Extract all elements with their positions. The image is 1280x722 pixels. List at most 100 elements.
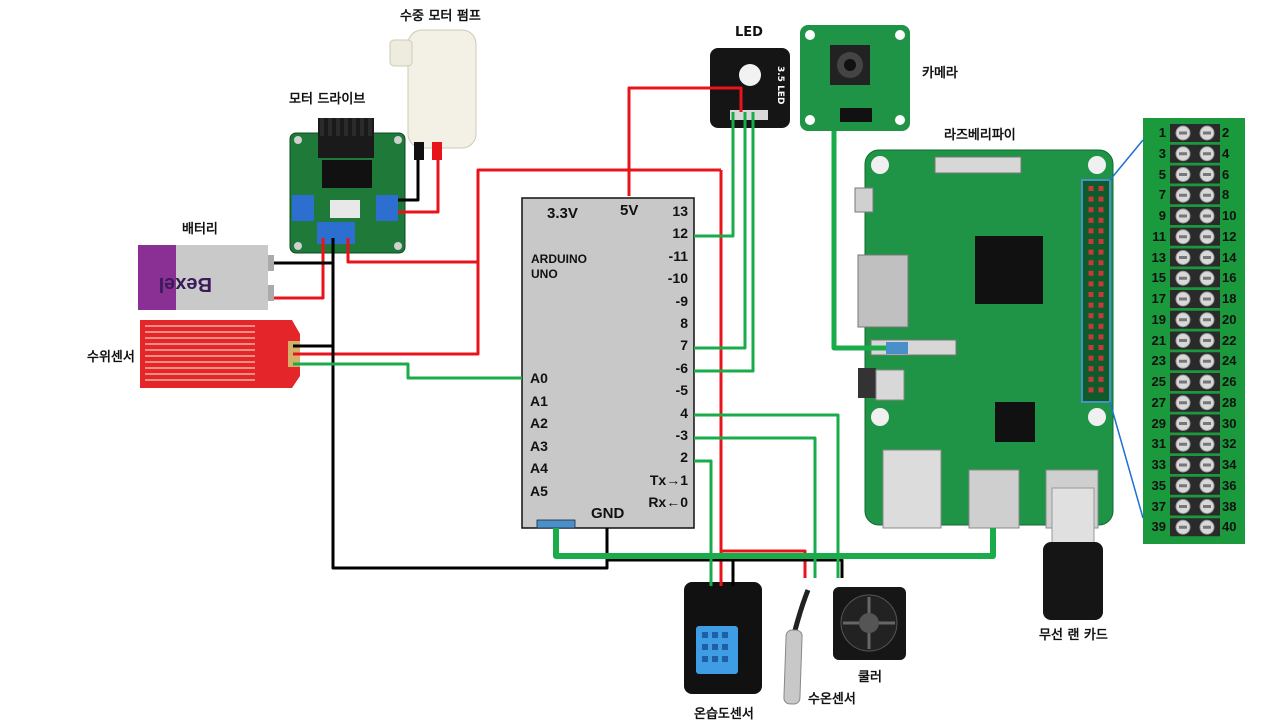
gpio-pin-slot [1179, 442, 1187, 446]
pi-gpio-pin [1098, 186, 1104, 191]
pi-gpio-pin [1088, 196, 1094, 202]
arduino-3v3-label: 3.3V [547, 205, 578, 222]
gpio-pin-number-left: 23 [1151, 353, 1166, 369]
cooler-fan-image [833, 587, 906, 660]
gpio-pin-number-left: 25 [1151, 374, 1166, 389]
wire-d3-watertemp [694, 436, 817, 578]
gpio-pin-number-right: 40 [1222, 519, 1237, 535]
gpio-pin-number-left: 13 [1151, 249, 1166, 265]
raspberry-pi-label: 라즈베리파이 [944, 128, 1016, 143]
gpio-pin-number-right: 16 [1222, 270, 1237, 286]
pi-gpio-pin [1098, 217, 1104, 223]
pi-gpio-pin [1088, 249, 1094, 255]
pi-gpio-pin [1098, 292, 1104, 297]
gpio-pin-slot [1203, 235, 1211, 239]
gpio-pin-slot [1179, 152, 1187, 156]
gpio-pin-number-right: 8 [1222, 187, 1230, 203]
gpio-pin-slot [1179, 422, 1187, 425]
gpio-pin-slot [1179, 214, 1187, 218]
raspberry-pi-board [854, 149, 1114, 529]
pi-gpio-pin [1088, 355, 1094, 361]
gpio-pin-slot [1179, 318, 1187, 322]
wire-5v-watersensor [293, 262, 480, 356]
led-board-text: 3.5 LED [775, 66, 785, 104]
wire-d7-led [694, 112, 747, 350]
gpio-pin-slot [1203, 131, 1211, 135]
gpio-pin-slot [1179, 131, 1187, 135]
gpio-pin-slot [1179, 256, 1187, 259]
gpio-pin-number-right: 12 [1222, 228, 1237, 244]
pi-gpio-pin [1088, 260, 1094, 266]
pi-gpio-pin [1098, 281, 1104, 287]
pi-gpio-pin [1088, 323, 1094, 329]
gpio-callout-top [1109, 139, 1144, 181]
gpio-pin-number-left: 29 [1151, 415, 1166, 431]
gpio-pin-slot [1203, 463, 1211, 467]
gpio-pin-number-left: 35 [1151, 477, 1166, 493]
pi-gpio-pin [1098, 366, 1104, 372]
gpio-pin-slot [1179, 276, 1187, 280]
gpio-pin-slot [1179, 484, 1187, 488]
arduino-digital-pin-label: -9 [675, 292, 688, 309]
gpio-pin-number-left: 9 [1158, 208, 1166, 223]
wire-gnd-cooler [733, 558, 844, 578]
gpio-pin-slot [1179, 359, 1187, 363]
gpio-pin-slot [1203, 422, 1211, 425]
gpio-pin-slot [1203, 484, 1211, 488]
wire-camera-csi [831, 131, 886, 351]
arduino-analog-pin-label: A2 [530, 415, 548, 432]
battery-image: Bexel [138, 245, 274, 310]
pi-gpio-pin [1088, 207, 1094, 213]
wire-d2-dht [694, 459, 713, 586]
gpio-pin-number-left: 5 [1158, 166, 1166, 182]
water-level-sensor-image [140, 320, 300, 388]
gpio-pin-number-left: 17 [1151, 291, 1166, 306]
gpio-pin-number-left: 1 [1158, 125, 1166, 140]
gpio-pin-slot [1179, 401, 1187, 405]
pi-gpio-pin [1088, 281, 1094, 287]
gpio-pin-slot [1179, 380, 1187, 384]
gpio-pin-slot [1203, 525, 1211, 529]
arduino-digital-pin-label: -3 [675, 427, 688, 443]
arduino-gnd-label: GND [591, 505, 625, 522]
wire-pump-red [398, 160, 440, 214]
gpio-pin-number-left: 27 [1151, 394, 1166, 410]
gpio-pin-slot [1179, 505, 1187, 508]
gpio-pin-number-left: 37 [1151, 498, 1166, 514]
gpio-pin-number-left: 11 [1152, 228, 1166, 244]
gpio-pin-number-right: 20 [1222, 311, 1237, 327]
gpio-pin-slot [1203, 173, 1211, 176]
gpio-pin-number-right: 2 [1222, 125, 1230, 140]
gpio-pin-slot [1203, 318, 1211, 322]
wire-d4-cooler [694, 413, 840, 578]
water-temp-label: 수온센서 [808, 692, 856, 707]
gpio-pin-slot [1179, 235, 1187, 239]
wire-a0-watersensor [293, 362, 522, 380]
pi-gpio-pin [1098, 239, 1104, 244]
pi-gpio-pin [1098, 355, 1104, 361]
pi-gpio-pin [1098, 260, 1104, 266]
pi-gpio-pin [1088, 366, 1094, 372]
wireless-lan-card-image [1043, 487, 1103, 620]
humidity-sensor-image [684, 582, 762, 694]
pi-gpio-pin [1098, 302, 1104, 308]
arduino-digital-pin-label: -10 [667, 270, 688, 287]
camera-label: 카메라 [922, 66, 958, 81]
pi-gpio-pin [1088, 313, 1094, 319]
cooler-label: 쿨러 [858, 670, 882, 685]
pi-gpio-pin [1088, 239, 1094, 244]
pi-gpio-pin [1088, 334, 1094, 340]
gpio-callout-bottom [1109, 401, 1144, 519]
gpio-pin-slot [1179, 525, 1187, 529]
gpio-pin-number-right: 22 [1222, 332, 1237, 348]
gpio-pin-number-left: 15 [1151, 270, 1166, 286]
gpio-pin-slot [1203, 297, 1211, 301]
arduino-digital-pin-label: 7 [680, 337, 688, 354]
gpio-pin-number-right: 36 [1222, 477, 1237, 493]
gpio-pin-slot [1203, 380, 1211, 384]
gpio-pin-slot [1179, 193, 1187, 197]
wire-5v-led [627, 86, 743, 196]
wire-gnd-main [331, 238, 609, 570]
gpio-pin-number-left: 31 [1151, 436, 1166, 452]
pi-gpio-pin [1088, 302, 1094, 308]
